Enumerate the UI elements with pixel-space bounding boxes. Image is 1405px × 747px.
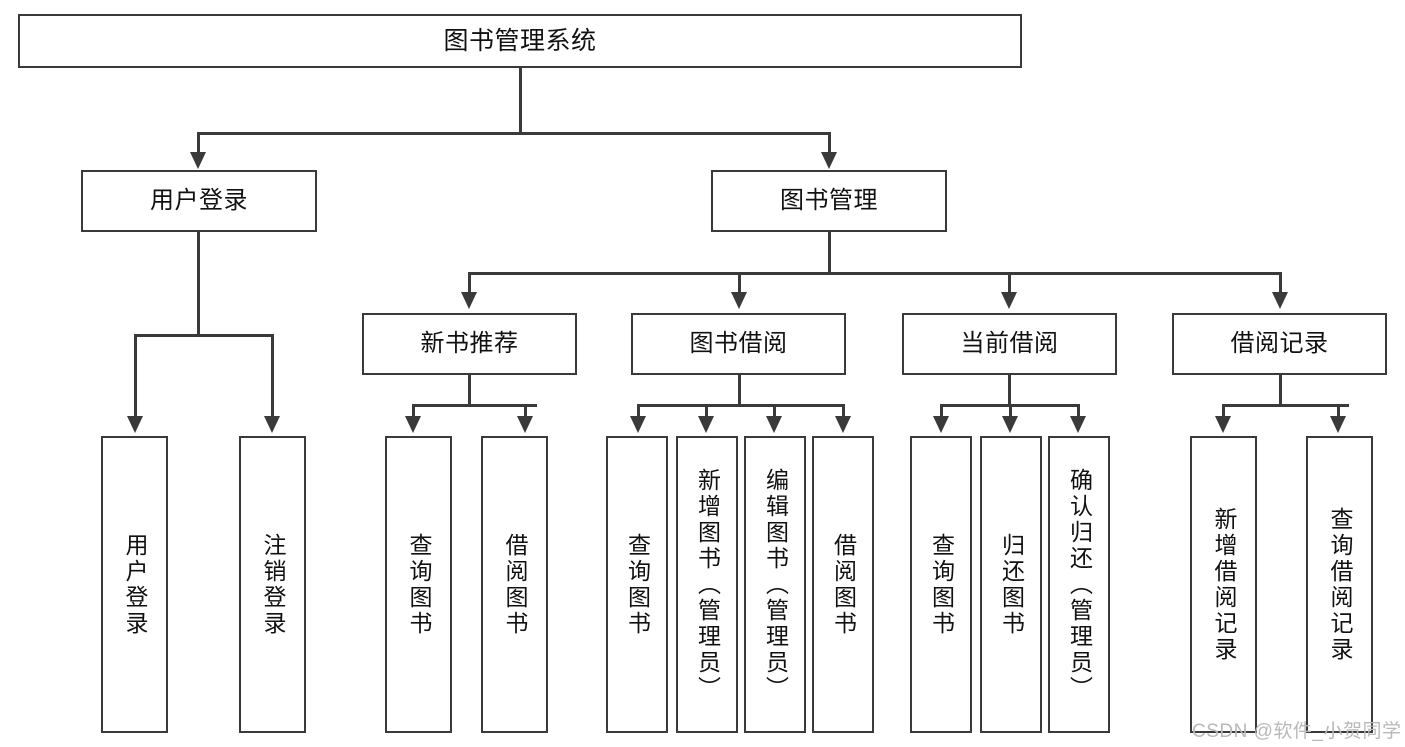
leaf-book-borrow-add-book-admin[interactable]: 新增图书（管理员）: [676, 436, 738, 733]
leaf-current-borrow-query-book[interactable]: 查询图书: [910, 436, 972, 733]
node-label: 新书推荐: [420, 329, 519, 357]
arrow-book-borrow-leaf-3: [766, 416, 782, 433]
connector-book-borrow-leaf-1: [637, 404, 640, 418]
arrow-book-borrow-leaf-1: [630, 416, 646, 433]
connector-user-login-leaf-1: [134, 334, 137, 418]
arrow-borrow-record-leaf-2: [1330, 416, 1346, 433]
node-label: 图书管理系统: [443, 27, 597, 55]
arrow-bm-to-book-borrow: [731, 292, 747, 309]
connector-book-borrow-leaf-4: [842, 404, 845, 418]
node-label: 查询图书: [928, 532, 955, 637]
connector-root-bus: [197, 132, 831, 135]
node-label: 注销登录: [260, 532, 286, 637]
arrow-borrow-record-leaf-1: [1215, 416, 1231, 433]
connector-new-book-leaf-2: [524, 404, 527, 418]
arrow-book-borrow-leaf-4: [835, 416, 851, 433]
connector-borrow-record-stem: [1279, 375, 1282, 407]
arrow-bm-to-current-borrow: [1001, 292, 1017, 309]
connector-bm-to-borrow-record: [1279, 272, 1282, 294]
connector-bm-to-new-book: [468, 272, 471, 294]
node-label: 借阅图书: [830, 532, 857, 637]
connector-new-book-bus: [412, 404, 537, 407]
arrow-current-borrow-leaf-3: [1070, 416, 1086, 433]
arrow-new-book-leaf-2: [517, 416, 533, 433]
connector-book-management-bus: [468, 272, 1282, 275]
leaf-book-borrow-query-book[interactable]: 查询图书: [606, 436, 668, 733]
leaf-new-book-borrow-book[interactable]: 借阅图书: [481, 436, 548, 733]
node-label: 图书管理: [780, 186, 878, 214]
connector-book-management-stem: [828, 232, 831, 274]
connector-book-borrow-leaf-2: [705, 404, 708, 418]
node-new-book-recommend[interactable]: 新书推荐: [362, 313, 577, 375]
node-label: 查询图书: [624, 532, 651, 637]
node-label: 查询图书: [406, 532, 432, 637]
node-current-borrow[interactable]: 当前借阅: [902, 313, 1117, 375]
node-label: 确认归还（管理员）: [1066, 467, 1093, 702]
arrow-root-to-user-login: [190, 152, 206, 169]
leaf-current-borrow-confirm-return-admin[interactable]: 确认归还（管理员）: [1048, 436, 1110, 733]
connector-bm-to-book-borrow: [738, 272, 741, 294]
arrow-book-borrow-leaf-2: [698, 416, 714, 433]
connector-current-borrow-leaf-3: [1077, 404, 1080, 418]
connector-bm-to-current-borrow: [1008, 272, 1011, 294]
connector-book-borrow-stem: [738, 375, 741, 407]
node-label: 查询借阅记录: [1327, 506, 1353, 663]
arrow-new-book-leaf-1: [405, 416, 421, 433]
connector-root-stem: [519, 68, 522, 134]
connector-borrow-record-leaf-1: [1222, 404, 1225, 418]
leaf-user-login-logout[interactable]: 注销登录: [239, 436, 306, 733]
leaf-new-book-query-book[interactable]: 查询图书: [385, 436, 452, 733]
arrow-current-borrow-leaf-1: [933, 416, 949, 433]
connector-user-login-leaf-2: [271, 334, 274, 418]
node-label: 编辑图书（管理员）: [762, 467, 789, 702]
connector-borrow-record-leaf-2: [1337, 404, 1340, 418]
connector-user-login-stem: [197, 232, 200, 336]
node-root-book-management-system[interactable]: 图书管理系统: [18, 14, 1022, 68]
node-label: 用户登录: [122, 532, 148, 637]
connector-current-borrow-leaf-2: [1009, 404, 1012, 418]
arrow-user-login-leaf-2: [264, 416, 280, 433]
node-label: 新增借阅记录: [1211, 506, 1237, 663]
leaf-borrow-record-query-record[interactable]: 查询借阅记录: [1306, 436, 1373, 733]
node-label: 图书借阅: [689, 329, 788, 357]
arrow-bm-to-new-book: [461, 292, 477, 309]
leaf-book-borrow-borrow-book[interactable]: 借阅图书: [812, 436, 874, 733]
node-label: 当前借阅: [960, 329, 1059, 357]
node-borrow-record[interactable]: 借阅记录: [1172, 313, 1387, 375]
connector-user-login-bus: [134, 334, 274, 337]
node-book-management[interactable]: 图书管理: [711, 170, 947, 232]
connector-root-to-book-management: [828, 132, 831, 154]
arrow-current-borrow-leaf-2: [1002, 416, 1018, 433]
node-user-login[interactable]: 用户登录: [81, 170, 317, 232]
node-label: 用户登录: [150, 186, 248, 214]
leaf-book-borrow-edit-book-admin[interactable]: 编辑图书（管理员）: [744, 436, 806, 733]
connector-book-borrow-bus: [637, 404, 845, 407]
leaf-current-borrow-return-book[interactable]: 归还图书: [980, 436, 1042, 733]
arrow-bm-to-borrow-record: [1272, 292, 1288, 309]
connector-root-to-user-login: [197, 132, 200, 154]
node-label: 归还图书: [998, 532, 1025, 637]
node-label: 借阅记录: [1230, 329, 1329, 357]
connector-current-borrow-leaf-1: [940, 404, 943, 418]
connector-new-book-leaf-1: [412, 404, 415, 418]
connector-current-borrow-stem: [1008, 375, 1011, 407]
leaf-borrow-record-add-record[interactable]: 新增借阅记录: [1190, 436, 1257, 733]
arrow-user-login-leaf-1: [127, 416, 143, 433]
node-label: 借阅图书: [502, 532, 528, 637]
node-book-borrow[interactable]: 图书借阅: [631, 313, 846, 375]
connector-new-book-stem: [468, 375, 471, 407]
connector-borrow-record-bus: [1222, 404, 1349, 407]
arrow-root-to-book-management: [821, 152, 837, 169]
connector-book-borrow-leaf-3: [773, 404, 776, 418]
leaf-user-login-login[interactable]: 用户登录: [101, 436, 168, 733]
node-label: 新增图书（管理员）: [694, 467, 721, 702]
